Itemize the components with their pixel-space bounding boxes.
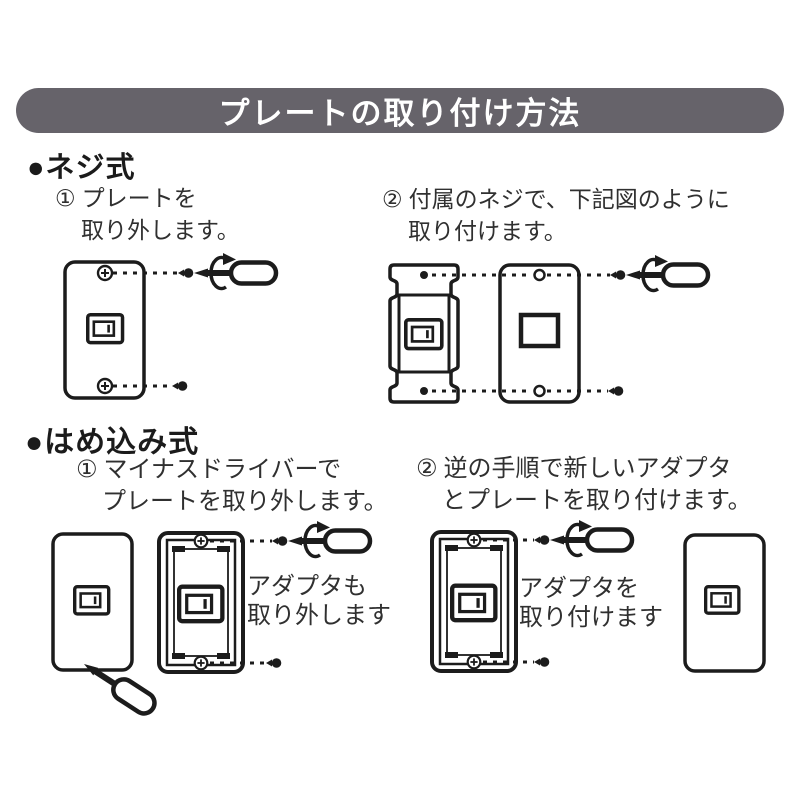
adapter-frame [159,533,243,672]
attach-adapter-note: アダプタを 取り付けます [519,574,663,632]
screw-step2-diagram [390,253,708,402]
step-number: ① [55,185,76,211]
screw-icon [534,657,550,667]
step-text: 逆の手順で新しいアダプタ [443,455,732,482]
adapter-frame [432,532,516,671]
screw-icon [172,381,188,391]
screw-icon [178,268,194,278]
step-number: ① [76,456,98,483]
screw-icon [272,536,288,546]
page-title: プレートの取り付け方法 [218,96,582,131]
screwdriver-icon [550,518,632,558]
screw-type-heading: ●ネジ式 [27,152,136,184]
step-text: プレートを取り外します。 [102,488,388,515]
note-line: アダプタも [247,573,367,600]
step-number: ② [416,455,438,482]
remove-adapter-note: アダプタも 取り外します [247,572,391,630]
step-text: 取り付けます。 [408,218,567,244]
step-text: マイナスドライバーで [103,456,342,483]
screw-icon [534,535,550,545]
plate-with-opening [500,265,579,402]
step-text: プレートを [81,185,197,211]
screw-icon [610,270,626,280]
screw-step1-diagram [63,251,276,400]
switch-icon [85,312,125,345]
switch-icon [72,585,111,616]
step-text: とプレートを取り付けます。 [442,487,752,514]
note-line: 取り外します [247,602,391,629]
snap-step1-diagram [51,519,370,717]
title-bar: プレートの取り付け方法 [16,88,784,133]
screwdriver-icon [288,519,370,559]
screw-icon [266,658,282,668]
snap-step2-diagram [432,518,766,671]
note-line: 取り付けます [519,604,663,631]
step-text: 付属のネジで、下記図のように [408,186,730,212]
screwdriver-icon [626,253,708,293]
screw-head-cross-icon [96,377,114,395]
step-number: ② [382,186,403,212]
switch-icon [703,584,741,615]
step-text: 取り外します。 [81,217,240,243]
snap-type-heading: ●はめ込み式 [25,426,200,459]
screw-head-cross-icon [96,264,114,282]
note-line: アダプタを [519,575,639,602]
screw-icon [608,386,624,396]
mounting-frame [390,265,458,402]
screwdriver-icon [194,251,276,291]
